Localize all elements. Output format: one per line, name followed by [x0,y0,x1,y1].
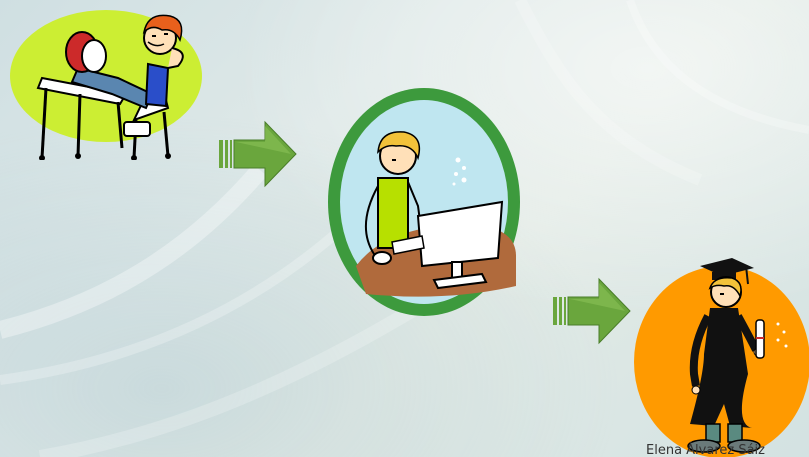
student-relaxing-icon [8,8,204,160]
student-studying-illustration [326,86,522,318]
graduate-illustration [634,254,809,457]
student-relaxing-illustration [8,8,204,160]
right-arrow-icon [219,120,297,188]
right-arrow-icon [553,277,631,345]
student-studying-computer-icon [326,86,522,318]
graduate-with-diploma-icon [634,254,809,457]
author-credit: Elena Álvarez Sáiz [646,443,765,457]
right-arrow [553,277,631,345]
right-arrow [219,120,297,188]
